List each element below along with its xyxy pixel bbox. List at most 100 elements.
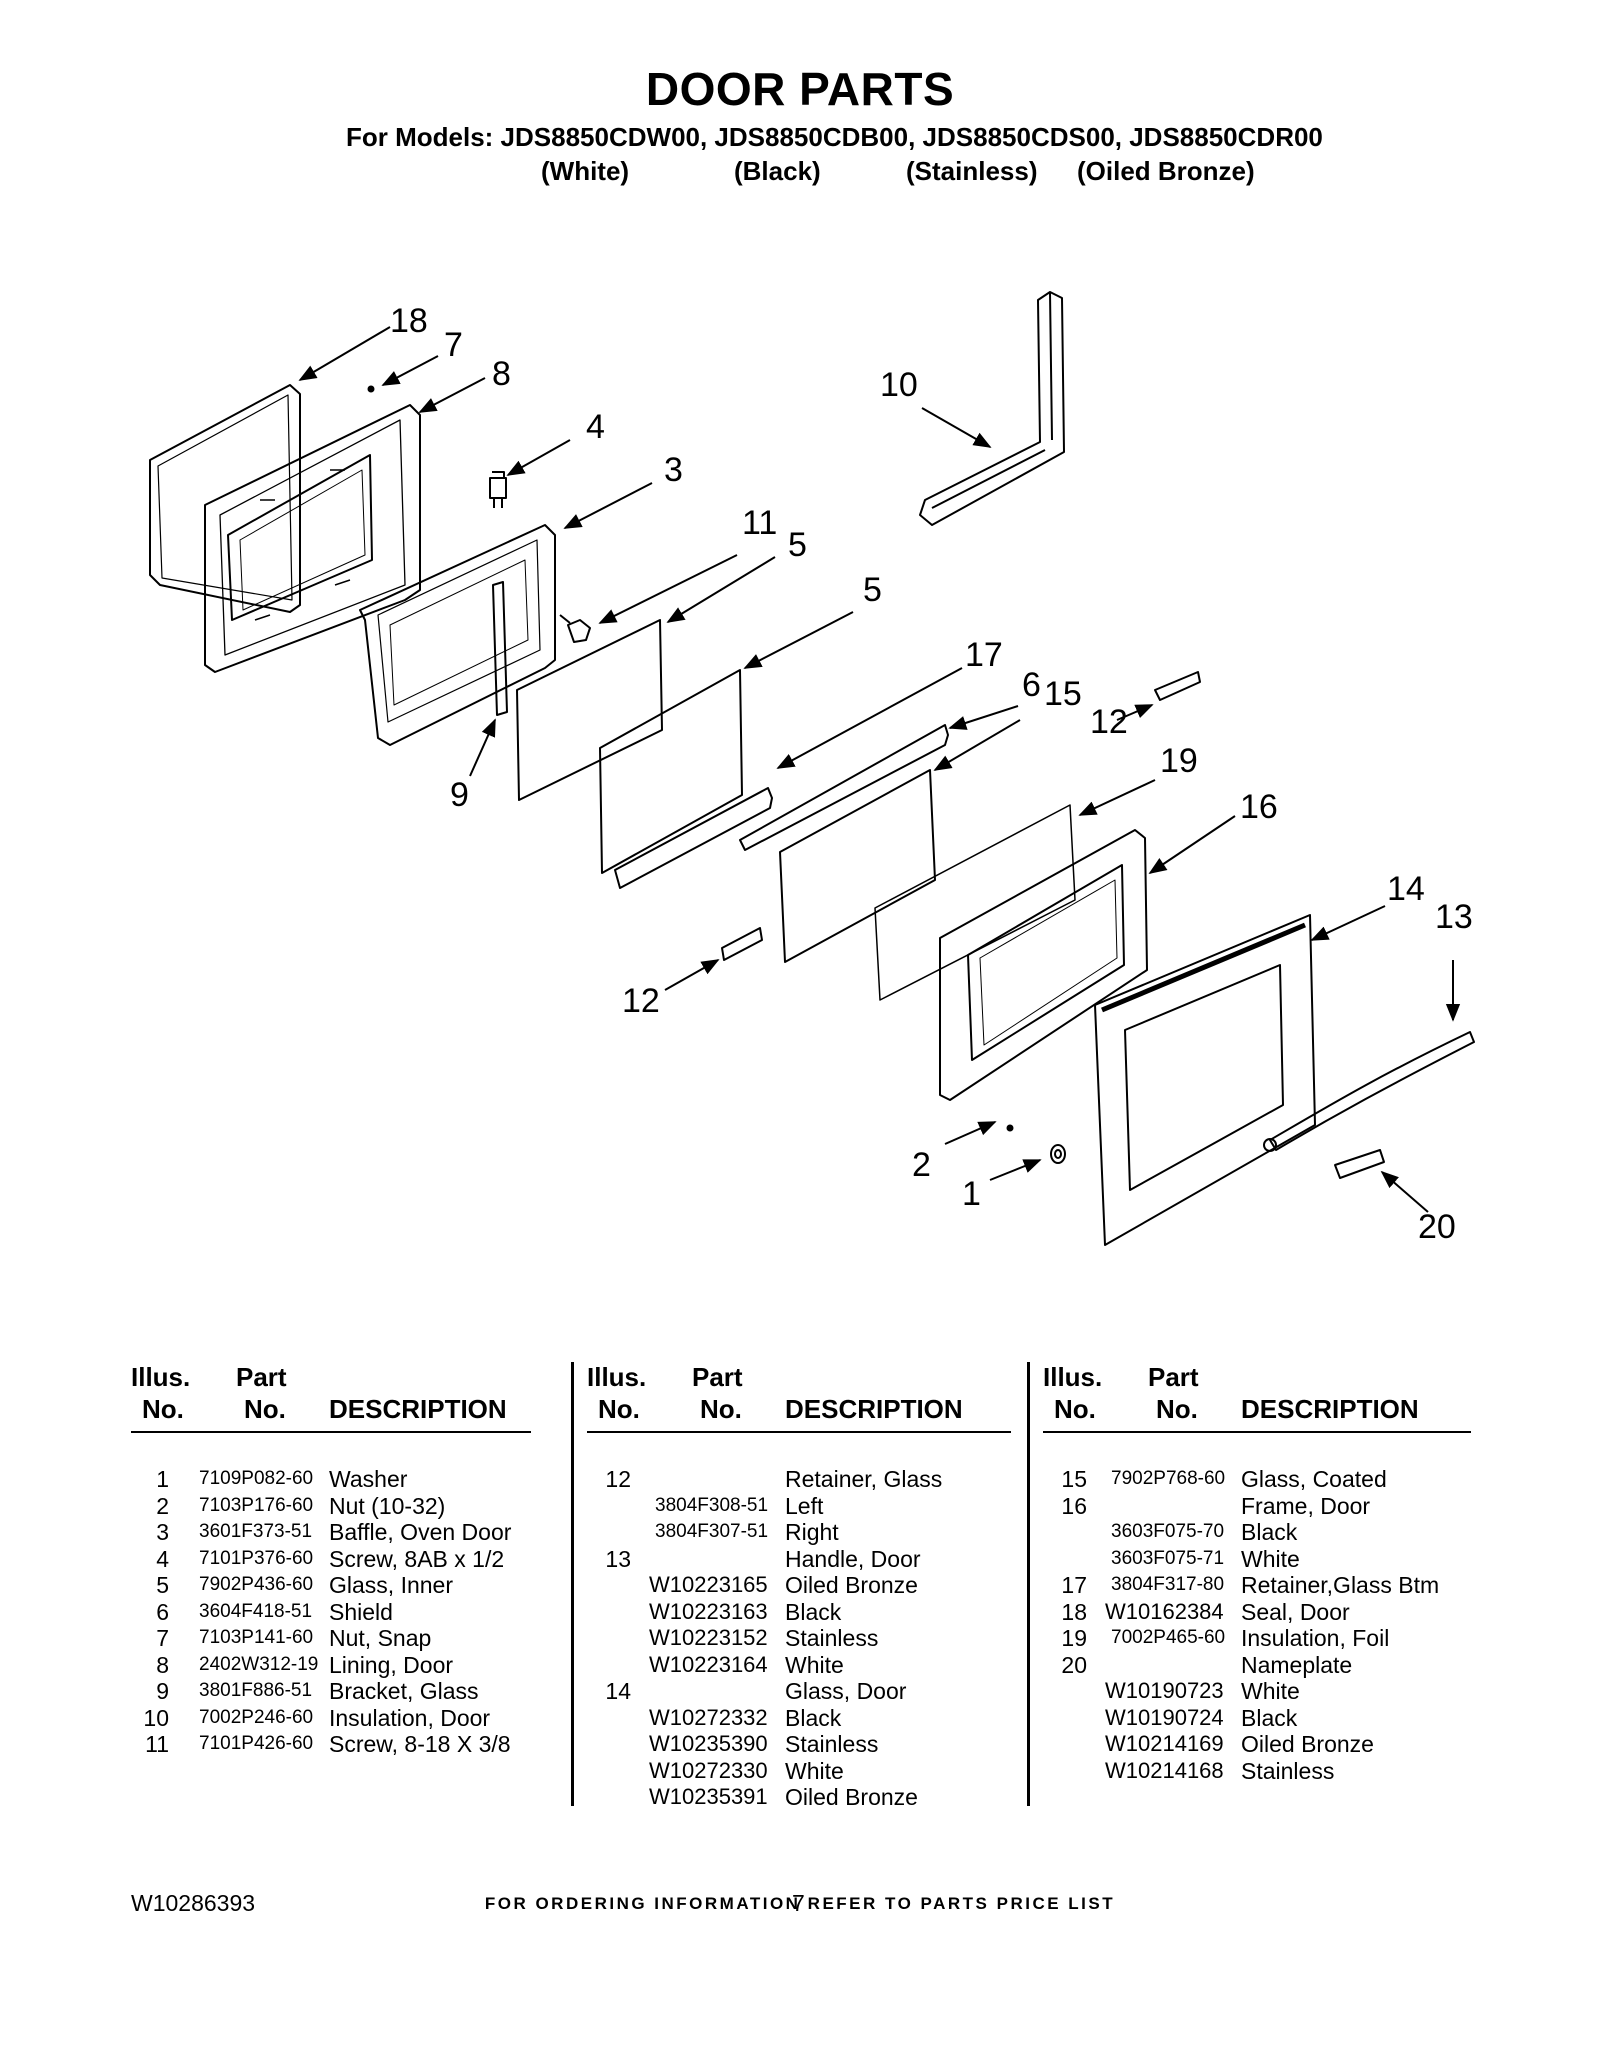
header-rule	[587, 1431, 1011, 1433]
part-number: W10272332	[649, 1704, 768, 1730]
part-number: 3804F308-51	[655, 1494, 769, 1516]
callout-18: 18	[390, 302, 428, 340]
illus-header: Illus.	[587, 1362, 647, 1392]
illus-no: 20	[1061, 1651, 1087, 1678]
callout-3: 3	[664, 451, 683, 489]
description-header: DESCRIPTION	[785, 1394, 963, 1424]
illus-no: 8	[156, 1651, 169, 1678]
oven-door-baffle-part	[359, 524, 556, 746]
part-description: Black	[785, 1704, 842, 1731]
part-description: Oiled Bronze	[785, 1572, 918, 1598]
part-number: 7101P376-60	[199, 1547, 314, 1569]
description-header: DESCRIPTION	[1241, 1394, 1419, 1424]
no-header: No.	[1054, 1394, 1096, 1424]
part-number: 3603F075-70	[1111, 1521, 1225, 1542]
illus-no: 7	[156, 1625, 169, 1651]
part-no-header: No.	[700, 1394, 742, 1424]
description-header: DESCRIPTION	[329, 1394, 507, 1424]
no-header: No.	[598, 1394, 640, 1424]
part-description: Retainer,Glass Btm	[1241, 1572, 1440, 1598]
nut-10-32-part	[1006, 1124, 1014, 1132]
illus-no: 11	[145, 1731, 169, 1757]
part-number: W10190723	[1105, 1678, 1224, 1703]
finish-black: (Black)	[734, 156, 821, 186]
part-number: W10235391	[649, 1784, 768, 1809]
illus-no: 19	[1061, 1625, 1087, 1651]
part-description: Stainless	[785, 1625, 879, 1651]
part-number: 7103P141-60	[199, 1627, 314, 1648]
part-number: 7002P465-60	[1111, 1627, 1226, 1648]
part-description: Frame, Door	[1241, 1492, 1371, 1519]
part-number: W10272330	[649, 1757, 768, 1783]
callout-19: 19	[1160, 742, 1198, 780]
part-description: White	[785, 1651, 844, 1678]
callout-5b: 5	[863, 571, 882, 609]
door-insulation-part	[919, 291, 1065, 526]
part-description: Shield	[329, 1598, 393, 1625]
part-number: 7103P176-60	[199, 1494, 314, 1516]
door-lining-part	[204, 404, 421, 673]
part-description: Lining, Door	[329, 1651, 454, 1678]
part-description: Screw, 8AB x 1/2	[329, 1545, 505, 1572]
part-description: Insulation, Door	[329, 1704, 491, 1731]
glass-bracket-part	[492, 581, 508, 716]
part-description: Nameplate	[1241, 1651, 1353, 1678]
part-number: 3603F075-71	[1111, 1547, 1225, 1569]
exploded-door-diagram: 18 7 8 4 3 11 5 5 10 17 6 15 12 19 16 14…	[149, 291, 1475, 1246]
part-description: Right	[785, 1519, 839, 1545]
door-seal-part	[149, 384, 301, 613]
screw-8-18-part	[559, 614, 591, 643]
models-line: For Models: JDS8850CDW00, JDS8850CDB00, …	[346, 122, 1323, 152]
header-rule	[131, 1431, 531, 1433]
part-description: Washer	[329, 1466, 408, 1492]
callout-14: 14	[1387, 870, 1425, 908]
callout-16: 16	[1240, 788, 1278, 826]
callout-5a: 5	[788, 526, 807, 564]
callout-11: 11	[742, 504, 777, 542]
finish-stainless: (Stainless)	[906, 156, 1038, 186]
part-description: Glass, Coated	[1241, 1466, 1387, 1492]
part-number: 7109P082-60	[199, 1468, 314, 1489]
illus-no: 2	[156, 1492, 169, 1519]
part-no-header: No.	[244, 1394, 286, 1424]
part-description: Black	[1241, 1704, 1298, 1731]
part-number: W10223163	[649, 1598, 768, 1624]
door-glass-part	[1094, 914, 1316, 1246]
callout-1: 1	[962, 1175, 981, 1213]
column-divider	[571, 1362, 574, 1806]
part-description: Insulation, Foil	[1241, 1625, 1390, 1651]
callout-13: 13	[1435, 898, 1473, 936]
page-title: DOOR PARTS	[645, 63, 955, 115]
part-number: W10190724	[1105, 1704, 1224, 1730]
shield-part	[739, 724, 949, 851]
callout-6: 6	[1022, 666, 1041, 704]
door-handle-part	[1263, 1031, 1475, 1152]
callout-12-left: 12	[622, 982, 660, 1020]
callout-4: 4	[586, 408, 605, 446]
illus-no: 5	[156, 1572, 169, 1598]
part-number: W10214169	[1105, 1731, 1224, 1756]
illus-no: 6	[156, 1598, 169, 1625]
callout-15: 15	[1044, 675, 1082, 713]
glass-retainer-right-part	[1154, 671, 1201, 701]
part-number: 7902P436-60	[199, 1574, 314, 1595]
foil-insulation-part	[874, 804, 1076, 1001]
callout-2: 2	[912, 1146, 931, 1184]
illus-no: 12	[605, 1466, 631, 1492]
illus-no: 1	[156, 1466, 169, 1492]
part-header: Part	[1148, 1362, 1199, 1392]
door-frame-part	[939, 829, 1148, 1101]
callout-12-right: 12	[1090, 703, 1128, 741]
part-header: Part	[692, 1362, 743, 1392]
screw-8ab-part	[489, 471, 507, 508]
illus-no: 3	[156, 1519, 169, 1545]
part-description: Black	[785, 1598, 842, 1625]
finish-oiled-bronze: (Oiled Bronze)	[1077, 156, 1255, 186]
part-description: White	[1241, 1545, 1300, 1572]
illus-no: 9	[156, 1678, 169, 1704]
part-description: Nut, Snap	[329, 1625, 432, 1651]
nameplate-part	[1334, 1149, 1385, 1179]
part-description: Oiled Bronze	[785, 1784, 918, 1810]
ordering-note: FOR ORDERING INFORMATION REFER TO PARTS …	[484, 1894, 1116, 1913]
callout-8: 8	[492, 355, 511, 393]
